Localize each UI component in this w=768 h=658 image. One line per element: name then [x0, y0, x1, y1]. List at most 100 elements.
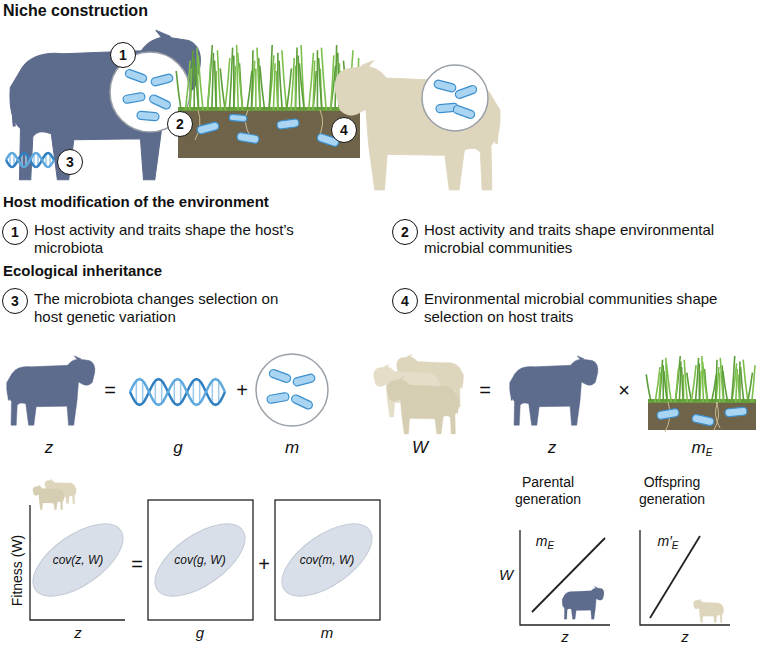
bacterium: [691, 414, 714, 426]
cow-figure: [693, 599, 723, 623]
bacterium: [277, 119, 300, 130]
bacterium: [268, 368, 291, 383]
dna-helix: [130, 379, 225, 405]
illustration-part: [130, 379, 225, 405]
symbol-label: z: [63, 624, 93, 642]
symbol-label: +: [230, 378, 254, 402]
grass-blade: [732, 356, 735, 402]
callout-number: 3: [57, 149, 83, 175]
roots: [195, 110, 323, 140]
grass-blade: [198, 55, 203, 110]
symbol-label: z: [34, 438, 64, 458]
cow-figure: [335, 60, 500, 190]
grass-blade: [659, 360, 662, 402]
callout-number: 2: [167, 111, 193, 137]
grass-blade: [238, 53, 243, 110]
callout-number: 1: [110, 42, 136, 68]
node-text: 2: [401, 224, 409, 240]
bacterium: [656, 408, 679, 420]
grass-blade: [659, 373, 661, 402]
grass-blade: [687, 373, 692, 402]
covariance-ellipse: cov(g, W): [148, 518, 252, 602]
grass-blade: [752, 365, 755, 402]
illustration-part: [130, 379, 225, 405]
illustration-part: [199, 381, 201, 404]
grass-blade: [703, 362, 708, 402]
bacterium: [122, 92, 145, 104]
section-heading: Host modification of the environment: [3, 193, 403, 211]
cow-figure: [10, 30, 200, 180]
grass-blade: [225, 58, 230, 110]
symbol-label: Parental generation: [498, 474, 598, 508]
symbol-label: =: [126, 552, 148, 576]
grass-blade: [664, 371, 667, 402]
symbol-label: ×: [612, 378, 636, 402]
grass-blade: [699, 363, 701, 402]
cow-figure: [510, 356, 598, 425]
node-text: 1: [119, 47, 127, 63]
grass-blade: [715, 360, 717, 402]
grass-blade: [260, 66, 265, 110]
grass-blade: [233, 55, 235, 110]
grass-blade: [720, 358, 723, 402]
symbol-label: +: [253, 552, 275, 576]
bacterium: [266, 392, 289, 404]
callout-number: 2: [392, 219, 418, 245]
node-text: 4: [401, 293, 409, 309]
symbol-label: z: [670, 628, 700, 646]
dna-helix: [6, 153, 54, 167]
symbol-label: Offspring generation: [622, 474, 722, 508]
magnifier-circle: [422, 65, 488, 131]
illustration-part: [136, 381, 138, 404]
illustration-part: [174, 381, 176, 404]
bacterium: [454, 84, 477, 99]
symbol-label: mE: [682, 438, 722, 458]
grass-blade: [190, 68, 192, 110]
bacterium: [433, 79, 456, 92]
item-text: The microbiota changes selection on host…: [34, 290, 304, 326]
symbol-label: g: [163, 438, 193, 458]
grass-blade: [287, 68, 292, 110]
grass-blade: [723, 371, 728, 402]
grass-blade: [212, 53, 214, 110]
grass-blade: [195, 66, 198, 110]
bacterium: [292, 373, 315, 386]
grass-blade: [675, 369, 678, 402]
bacterium: [229, 114, 247, 122]
illustration-part: [193, 381, 195, 404]
cow-figure: [387, 377, 459, 434]
cow-figure: [562, 586, 604, 619]
grass-blade: [269, 45, 272, 110]
grass-blade: [217, 50, 220, 110]
grass-blade: [675, 356, 680, 402]
grass-blade: [736, 369, 738, 402]
symbol-label: m: [312, 624, 342, 642]
magnifier-circle: [256, 354, 328, 426]
illustration-part: [142, 381, 144, 404]
grass-blade: [276, 71, 278, 110]
item-text: Host activity and traits shape the host’…: [34, 221, 304, 257]
illustration-part: [6, 153, 54, 167]
symbol-label: =: [473, 378, 497, 402]
cow-figure: [7, 356, 95, 425]
grass-blade: [319, 58, 322, 110]
symbol-label: W: [405, 438, 435, 458]
grass-blade: [719, 373, 721, 402]
grass-blade: [655, 367, 660, 402]
symbol-label: m′E: [650, 533, 686, 550]
grass-blade: [215, 61, 217, 110]
grass-blade: [193, 58, 195, 110]
grass-blade: [662, 365, 664, 402]
grass-blade: [273, 63, 275, 110]
covariance-ellipse: cov(z, W): [26, 518, 130, 602]
bacterium: [725, 407, 748, 417]
callout-number: 3: [2, 288, 28, 314]
grass-blade: [295, 66, 297, 110]
grass-blade: [741, 367, 744, 402]
grass-blade: [207, 63, 210, 110]
ellipse-shape: [26, 518, 130, 602]
section-heading: Ecological inheritance: [3, 262, 403, 280]
item-text: Environmental microbial communities shap…: [424, 290, 724, 326]
grass-blade: [738, 374, 740, 402]
